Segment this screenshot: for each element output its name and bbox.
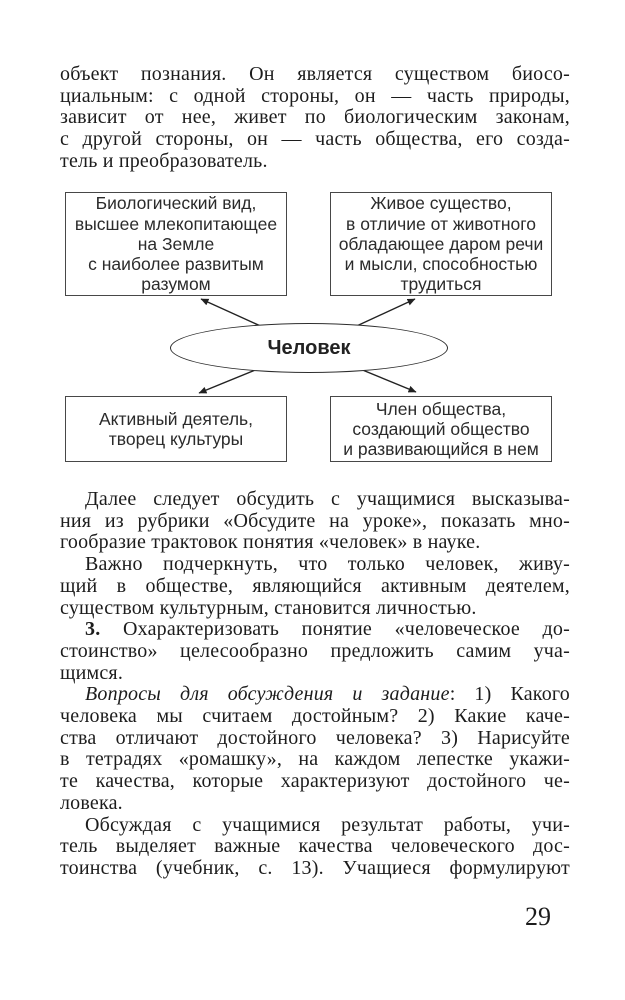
text-segment: гообразие трактовок понятия «человек» в … [60,531,481,554]
text-segment: те качества, которые характеризуют досто… [60,770,570,793]
text-segment: тель выделяет важные качества человеческ… [60,835,570,858]
text-line: ловека. [60,791,570,815]
text-segment: Далее следует обсудить с учащимися выска… [85,488,570,510]
text-segment: ства отличают достойного человека? 3) На… [60,726,570,749]
text-segment: щий в обществе, являющийся активным деят… [60,574,570,597]
text-segment: Вопросы для обсуждения и задание [85,683,450,706]
diagram-ellipse-human: Человек [170,323,448,373]
ellipse-label: Человек [267,336,351,359]
text-line: Важно подчеркнуть, что только человек, ж… [60,553,570,576]
text-line: тель выделяет важные качества человеческ… [60,835,570,858]
text-segment: ловека. [60,791,123,814]
text-segment: : 1) Какого [449,683,571,706]
text-segment: Обсуждая с учащимися результат работы, у… [85,813,570,836]
text-line: циальным: с одной стороны, он — часть пр… [60,84,570,108]
text-line: зависит от нее, живет по биологическим з… [60,107,570,129]
diagram-box-line: в отличие от животного [346,213,536,234]
text-line: существом культурным, становится личност… [60,596,570,620]
arrow-to-bottom-left-box [198,347,310,394]
text-line: в тетрадях «ромашку», на каждом лепестке… [60,749,570,771]
text-segment: Важно подчеркнуть, что только человек, ж… [85,553,570,576]
text-line: 3. Охарактеризовать понятие «человеческо… [60,618,570,641]
diagram-box-line: Активный деятель, [98,408,254,429]
text-segment: Охарактеризовать понятие «человеческое д… [100,618,570,641]
text-segment: щимся. [60,661,124,684]
text-line: ния из рубрики «Обсудите на уроке», пока… [60,509,570,533]
text-line: щий в обществе, являющийся активным деят… [60,574,570,598]
text-segment: стоинство» целесообразно предложить сами… [60,639,570,662]
text-segment: тель и преобразователь. [60,149,268,172]
arrow-to-top-right-box [308,298,416,349]
text-line: ства отличают достойного человека? 3) На… [60,726,570,750]
diagram-box-line: на Земле [137,233,215,254]
diagram-box-line: и мысли, способностью [344,254,538,275]
text-line: тоинства (учебник, с. 13). Учащиеся форм… [60,856,570,880]
diagram-box-line: трудиться [400,274,482,295]
diagram-box-active-agent: Активный деятель,творец культуры [65,396,287,462]
diagram-box-line: Биологический вид, [95,193,257,214]
text-segment: объект познания. Он является существом б… [60,63,570,85]
arrow-to-top-left-box [200,298,310,349]
diagram-box-line: и развивающийся в нем [343,439,539,460]
diagram-box-line: разумом [141,274,211,295]
diagram-box-line: высшее млекопитающее [74,213,278,234]
page-number: 29 [525,902,551,931]
text-segment: тоинства (учебник, с. 13). Учащиеся форм… [60,856,570,879]
text-segment: ния из рубрики «Обсудите на уроке», пока… [60,509,570,532]
paragraph-block-above-diagram: объект познания. Он является существом б… [60,63,570,173]
text-line: Обсуждая с учащимися результат работы, у… [60,813,570,837]
text-line: Вопросы для обсуждения и задание: 1) Как… [60,683,571,706]
text-segment: в тетрадях «ромашку», на каждом лепестке… [60,748,570,771]
paragraph-block-below-diagram: Далее следует обсудить с учащимися выска… [60,488,571,880]
text-line: Далее следует обсудить с учащимися выска… [60,488,570,511]
diagram-box-line: Живое существо, [370,193,512,214]
text-segment: существом культурным, становится личност… [60,596,477,619]
text-line: тель и преобразователь. [60,149,570,173]
diagram-box-line: обладающее даром речи [338,233,544,254]
text-line: щимся. [60,661,570,685]
text-line: гообразие трактовок понятия «человек» в … [60,532,570,554]
text-line: стоинство» целесообразно предложить сами… [60,639,570,663]
text-line: объект познания. Он является существом б… [60,63,570,86]
text-segment: циальным: с одной стороны, он — часть пр… [60,84,570,107]
text-line: с другой стороны, он — часть общества, е… [60,128,570,151]
diagram-box-line: Член общества, [375,398,507,419]
arrow-to-bottom-right-box [308,347,417,393]
text-segment: 3. [85,618,101,641]
text-segment: человека мы считаем достойным? 2) Какие … [60,705,570,728]
text-line: те качества, которые характеризуют досто… [60,770,570,793]
diagram-box-line: творец культуры [108,429,244,449]
text-segment: зависит от нее, живет по биологическим з… [60,106,570,129]
diagram-box-line: с наиболее развитым [88,254,264,275]
diagram-box-line: создающий общество [352,418,530,439]
text-segment: с другой стороны, он — часть общества, е… [60,128,570,151]
text-line: человека мы считаем достойным? 2) Какие … [60,705,570,728]
